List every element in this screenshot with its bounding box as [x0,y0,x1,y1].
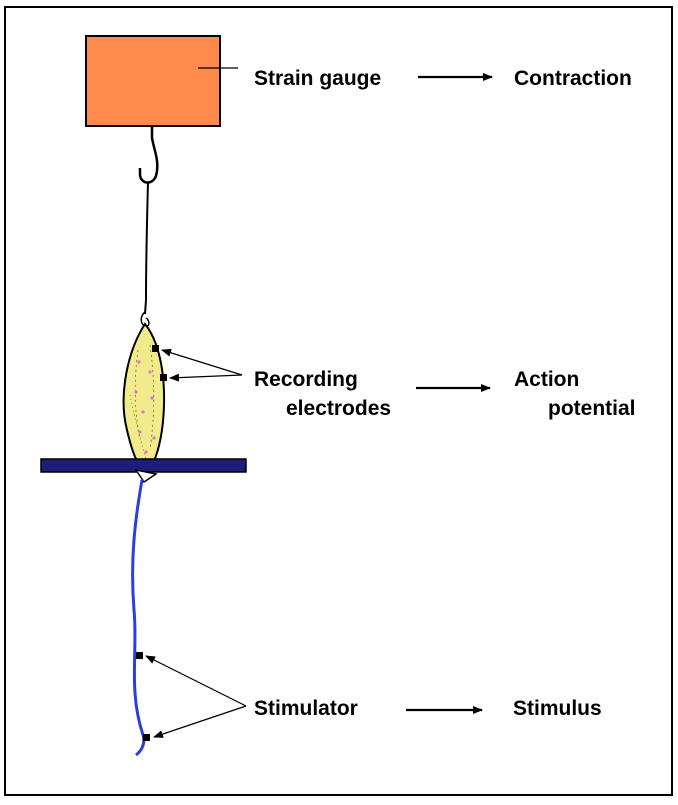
recording-electrode-1 [152,345,159,352]
stimulator-pointer-1 [145,655,247,707]
recording-pointer-2 [169,373,243,382]
action-potential-line2: potential [548,397,636,420]
stimulus-label: Stimulus [513,697,602,720]
recording-label-line2: electrodes [286,397,391,420]
nerve [131,479,146,757]
strain-gauge-label: Strain gauge [254,67,381,90]
suspension-string [144,181,149,315]
recording-electrode-2 [160,374,167,381]
stimulator-electrode-2 [143,734,150,741]
stimulator-electrode-1 [136,652,143,659]
support-platform [40,458,247,473]
recording-label-line1: Recording [254,368,358,391]
muscle [122,322,166,474]
stimulator-pointer-2 [153,705,247,738]
nerve-attachment [134,468,158,484]
recording-pointer-1 [161,348,243,376]
action-potential-line1: Action [514,368,579,391]
gauge-hook [138,126,159,184]
diagram-frame [4,6,673,796]
contraction-label: Contraction [514,67,632,90]
strain-gauge-box [85,35,221,127]
stimulator-label: Stimulator [254,697,358,720]
